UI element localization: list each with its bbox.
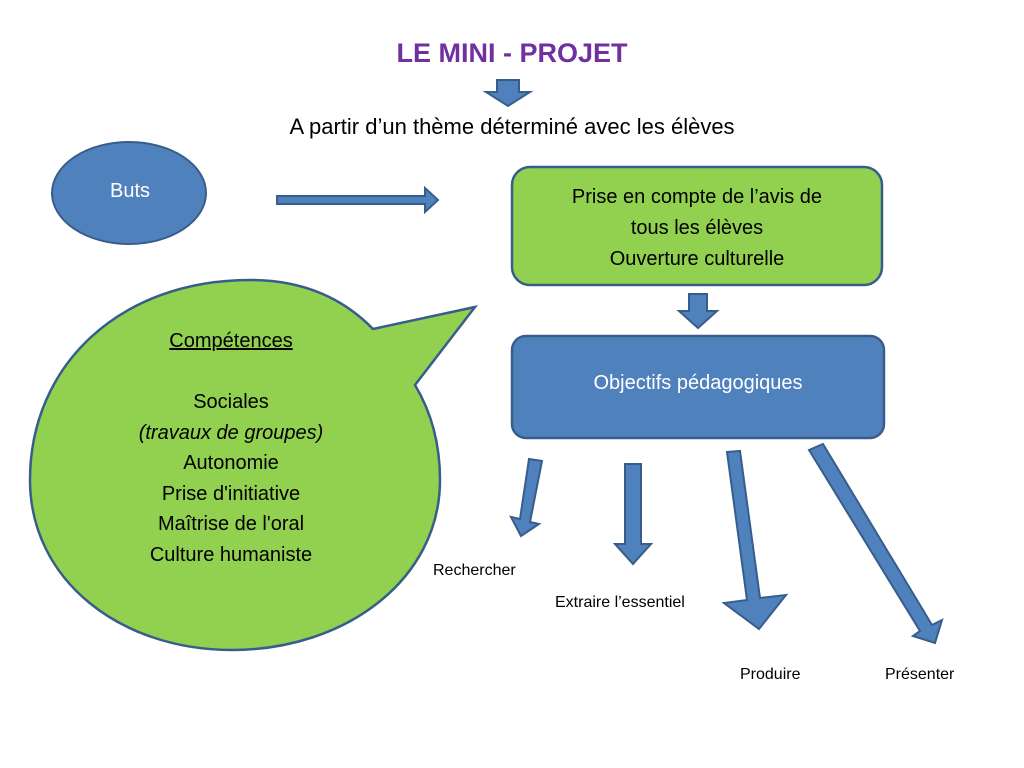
outcome-produire: Produire: [740, 666, 801, 683]
blue-box: [510, 334, 886, 440]
extraire-arrow: [612, 463, 654, 566]
competence-item: Sociales: [193, 391, 269, 413]
competence-item: Autonomie: [183, 452, 279, 474]
outcome-extraire: Extraire l’essentiel: [555, 594, 685, 611]
competences-bubble: [28, 278, 479, 652]
outcome-presenter: Présenter: [885, 666, 955, 683]
buts-label: Buts: [109, 180, 151, 202]
competence-item-note: (travaux de groupes): [138, 421, 324, 444]
outcome-rechercher: Rechercher: [433, 562, 516, 579]
green-box-line-3: Ouverture culturelle: [609, 248, 785, 270]
competences-text: Compétences Sociales (travaux de groupes…: [70, 326, 392, 570]
green-box-line-2: tous les élèves: [630, 217, 764, 239]
green-box: [510, 165, 884, 287]
competence-item: Maîtrise de l'oral: [157, 513, 305, 535]
competence-item: Prise d'initiative: [161, 482, 301, 505]
page-title: LE MINI - PROJET: [396, 38, 628, 68]
rechercher-arrow: [509, 457, 544, 538]
produire-arrow: [721, 449, 789, 631]
green-to-blue-arrow: [676, 293, 720, 330]
buts-ellipse: [51, 141, 207, 245]
competence-item: Culture humaniste: [149, 543, 313, 566]
green-box-line-1: Prise en compte de l’avis de: [571, 186, 823, 208]
page-subtitle: A partir d’un thème déterminé avec les é…: [289, 114, 735, 139]
presenter-arrow: [807, 442, 944, 645]
green-box-text: Prise en compte de l’avis de tous les él…: [513, 182, 881, 275]
blue-box-label: Objectifs pédagogiques: [593, 372, 803, 394]
competences-spacer: [70, 357, 392, 388]
buts-right-arrow: [276, 185, 440, 215]
competences-heading: Compétences: [169, 330, 293, 352]
title-down-arrow: [482, 79, 534, 108]
